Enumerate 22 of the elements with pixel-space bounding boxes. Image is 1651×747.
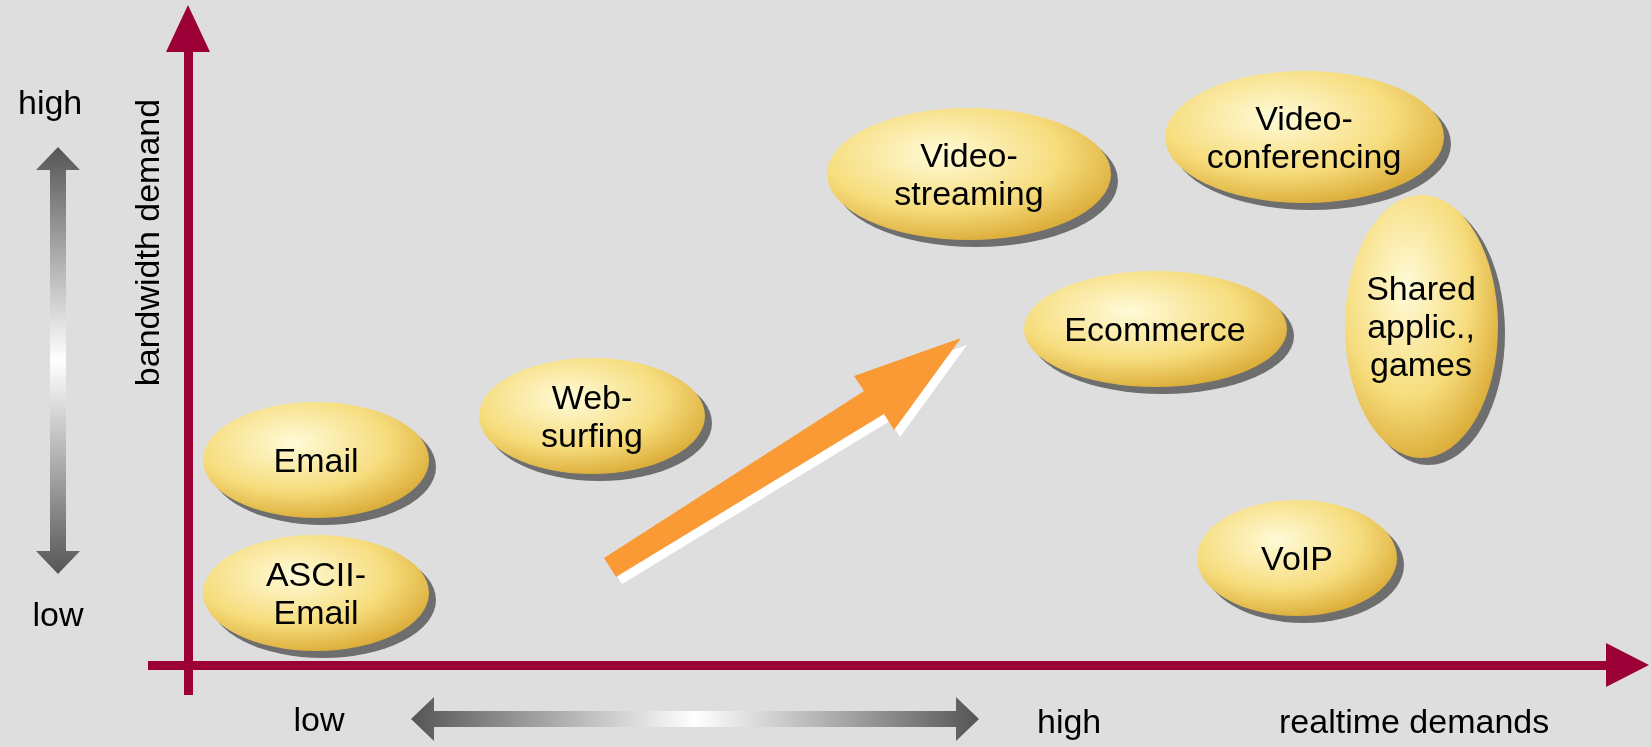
node-label: Video-streaming <box>893 136 1045 212</box>
axis-title: realtime demands <box>1279 701 1550 741</box>
ellipse-node <box>1023 271 1295 395</box>
axis-title: bandwidth demand <box>127 98 167 386</box>
axis-level-label: high <box>18 82 83 122</box>
ellipse-node <box>479 358 713 482</box>
node-label: Shared applic., games <box>1365 269 1477 383</box>
node-label: ASCII-Email <box>264 555 368 631</box>
axis-level-label: low <box>32 594 84 634</box>
axis-level-label: high <box>1037 701 1102 741</box>
ellipse-node <box>203 535 437 659</box>
node-label: Video-conferencing <box>1205 99 1403 175</box>
node-label: VoIP <box>1261 539 1333 577</box>
node-label: Web-surfing <box>539 378 645 454</box>
ellipse-node <box>827 108 1119 248</box>
node-label: Ecommerce <box>1064 310 1246 348</box>
ellipse-node <box>1197 500 1405 624</box>
ellipse-node <box>1344 194 1506 466</box>
ellipse-node <box>1164 71 1452 211</box>
node-label: Email <box>273 441 359 479</box>
axis-level-label: low <box>293 699 345 739</box>
ellipse-node <box>203 402 437 526</box>
